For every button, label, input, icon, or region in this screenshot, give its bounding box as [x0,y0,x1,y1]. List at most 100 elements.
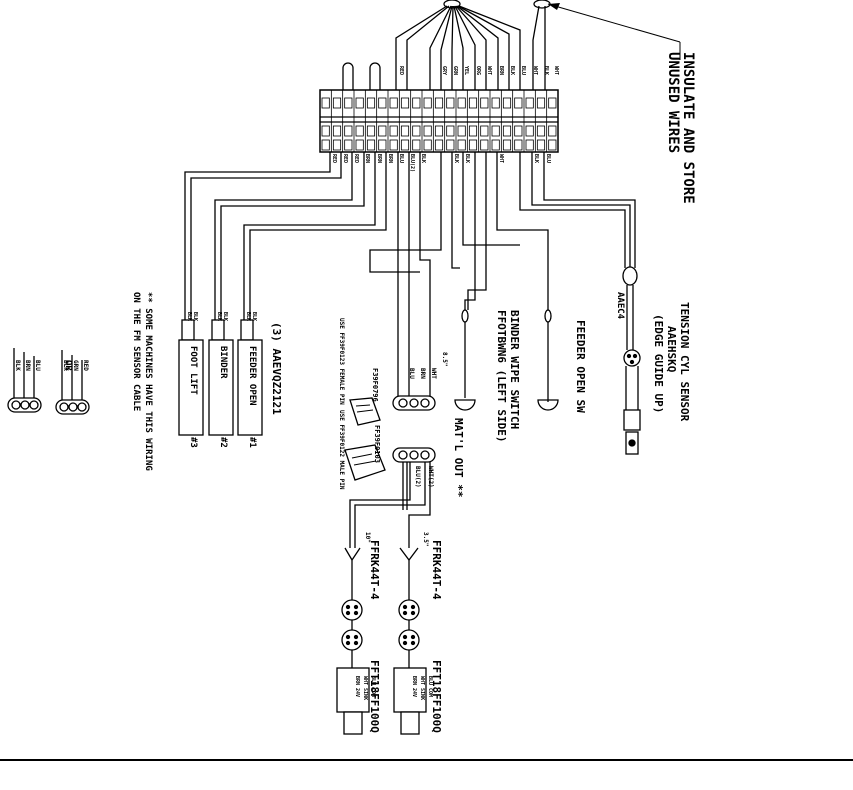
terminal-bottom-wire-label: BLU [545,154,551,164]
top-wire-bundle [395,0,681,90]
terminal-screw [321,97,330,109]
connector-wire-label: BLU [408,368,415,379]
valve-1-label: FEEDER OPEN [247,346,257,406]
terminal-screw [491,97,500,109]
bottom-rule [0,759,853,761]
terminal-screw [344,125,353,137]
terminal-bottom-wire-label: RED [331,154,337,164]
connector-wire-label: WHT [430,368,437,379]
valve-2-number: #2 [218,437,228,448]
terminal-screw [434,97,444,109]
terminal-screw [332,139,342,151]
sensor-box-label: WHT SINK [362,676,368,701]
sensor-box-label: BRN 24V [354,676,360,698]
terminal-screw [332,97,342,109]
valve-wire-label: BLK [251,312,257,322]
terminal-screw [457,139,466,151]
male-part-label: FF39F0103 [373,425,381,463]
terminal-screw [480,97,489,109]
terminal-screw [423,139,432,151]
terminal-top-wire-label: BLK [509,66,515,76]
sensor-box-label: WHT SINK [419,676,425,701]
aaec4-label: AAEC4 [615,292,625,320]
proximity-sensor-cables [336,560,427,735]
terminal-screw [378,139,387,151]
sensor-box-label: BLU COM [370,676,376,698]
valve-wire-label: BLK [216,312,222,322]
terminal-screw [468,125,478,137]
terminal-screw [366,125,376,137]
terminal-screw [525,97,534,109]
terminal-screw [525,125,534,137]
terminal-screw [434,139,444,151]
cable-2-label: FFRK44T-4 [368,540,381,600]
terminal-bottom-wire-label: BLK [533,154,539,164]
terminal-screw [446,97,455,109]
sensor-box-label: BLU COM [427,676,433,698]
terminal-screw [446,125,455,137]
some-machines-note-line2: ON THE FM SENSOR CABLE [131,292,141,412]
blu2-label: BLU(2) [414,466,421,488]
length-1-label: 3.5" [422,532,429,547]
terminal-screw [355,125,364,137]
terminal-bottom-wire-label: BRN [376,154,382,164]
terminal-top-wire-label: RED [398,66,404,76]
terminal-bottom-wire-label: BLU [398,154,404,164]
alt-wiring-1-label: RED [82,360,89,371]
matl-out-label: MAT'L OUT ** [452,418,465,498]
tension-sensor-part: AAEHSKQ [665,326,678,373]
terminal-bottom-wire-label: WHT [498,154,504,164]
terminal-screw [548,139,557,151]
terminal-block [319,89,559,153]
terminal-screw [366,139,376,151]
alt-wiring-1-label: BLK [62,360,69,371]
terminal-screw [355,139,364,151]
binder-wipe-title: BINDER WIPE SWITCH [508,310,521,430]
terminal-screw [412,97,421,109]
terminal-bottom-wire-label: BRN [364,154,370,164]
terminal-top-wire-label: GRN [452,66,458,76]
terminal-screw [412,139,421,151]
terminal-bottom-wire-label: BLK [464,154,470,164]
terminal-screw [536,139,546,151]
valve-wire-label: BLK [186,312,192,322]
terminal-screw [536,125,546,137]
cable-1-label: FFRK44T-4 [430,540,443,600]
terminal-top-wire-label: WHT [486,66,492,76]
length-3-label: 8.5" [441,352,448,367]
alt-wiring-2-label: BRN [24,360,31,371]
valve-1-number: #1 [247,437,257,448]
terminal-screw [514,97,523,109]
male-pin-note: USE FF39F0122 MALE PIN [338,410,345,490]
terminal-screw [400,97,410,109]
terminal-screw [423,125,432,137]
some-machines-note-line1: ** SOME MACHINES HAVE THIS WIRING [143,292,153,471]
alt-wiring-2-label: BLU [34,360,41,371]
terminal-screw [332,125,342,137]
terminal-top-wire-label: BRN [498,66,504,76]
binder-wipe-part: FFOTBWN6 (LEFT SIDE) [495,310,508,443]
terminal-screw [536,97,546,109]
terminal-bottom-wire-label: RED [342,154,348,164]
terminal-screw [423,97,432,109]
terminal-bottom-wire-label: BLU(2) [409,154,415,173]
terminal-screw [514,125,523,137]
solenoid-valves [178,319,263,436]
terminal-screw [446,139,455,151]
terminal-screw [355,97,364,109]
terminal-screw [548,97,557,109]
terminal-screw [412,125,421,137]
terminal-screw [344,97,353,109]
terminal-screw [389,139,398,151]
terminal-top-wire-label: WHT [532,66,538,76]
valve-wire-label: BLK [245,312,251,322]
length-2-label: 10" [364,532,371,543]
terminal-screw [389,97,398,109]
insulate-note-line1: INSULATE AND STORE [680,52,696,204]
alternate-wiring [7,348,90,415]
wht2-label: WHT(2) [427,466,434,488]
terminal-screw [548,125,557,137]
wire-routes [184,152,636,380]
sensor-box-label: BRN 24V [411,676,417,698]
